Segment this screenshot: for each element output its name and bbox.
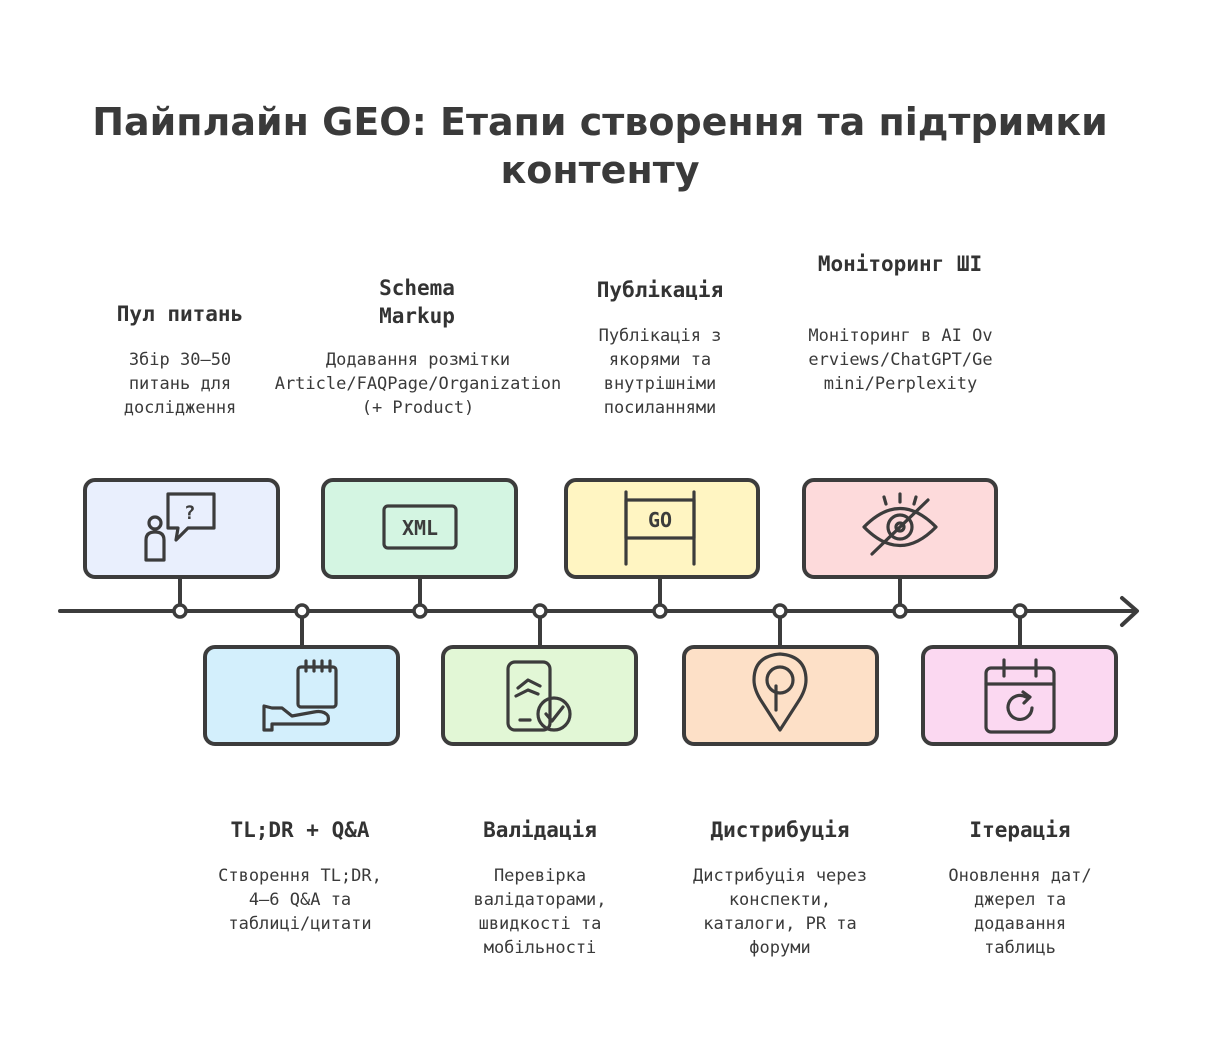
stage-2-description: Створення TL;DR, 4–6 Q&A та таблиці/цита… xyxy=(218,866,382,934)
stage-6-description: Дистрибуція через конспекти, каталоги, P… xyxy=(693,866,867,958)
stage-8-heading: Ітерація xyxy=(969,818,1071,842)
xml-icon: XML xyxy=(382,504,458,550)
svg-text:GO: GO xyxy=(648,508,672,532)
timeline-dot-8 xyxy=(1012,603,1028,619)
stage-6-card xyxy=(682,645,879,746)
stage-5-card xyxy=(564,478,760,579)
stage-2-heading: TL;DR + Q&A xyxy=(230,818,370,842)
eye-crossed-icon xyxy=(862,492,938,556)
timeline-dot-5 xyxy=(652,603,668,619)
go-sign-icon: GO xyxy=(624,490,696,566)
timeline-arrowhead xyxy=(1120,596,1139,627)
timeline-dot-7 xyxy=(892,603,908,619)
stage-1-card xyxy=(83,478,280,579)
stage-1-heading: Пул питань xyxy=(116,302,244,326)
timeline-dot-2 xyxy=(294,603,310,619)
diagram-title: Пайплайн GEO: Етапи створення та підтрим… xyxy=(92,100,1108,192)
stage-8-description: Оновлення дат/джерел та додавання таблиц… xyxy=(948,866,1092,958)
person-question-icon: ? xyxy=(144,492,216,562)
stage-5-description: Публікація з якорями та внутрішніми поси… xyxy=(598,326,722,418)
svg-text:?: ? xyxy=(184,502,195,524)
stage-4-card xyxy=(441,645,638,746)
stage-4-heading: Валідація xyxy=(483,818,597,842)
timeline-dot-4 xyxy=(532,603,548,619)
timeline-dot-6 xyxy=(772,603,788,619)
timeline-dot-1 xyxy=(172,603,188,619)
stage-2-card xyxy=(203,645,400,746)
stage-5-heading: Публікація xyxy=(596,278,724,302)
stage-3-card xyxy=(321,478,518,579)
stage-1-description: Збір 30–50 питань для дослідження xyxy=(123,350,237,418)
phone-check-icon xyxy=(506,660,572,732)
timeline-dot-3 xyxy=(412,603,428,619)
stage-4-description: Перевірка валідаторами, швидкості та моб… xyxy=(473,866,607,958)
stage-3-heading: Schema Markup xyxy=(379,276,455,328)
calendar-hand-icon xyxy=(262,659,338,732)
stage-7-description: Моніторинг в AI Overviews/ChatGPT/Gemini… xyxy=(808,326,993,394)
calendar-refresh-icon xyxy=(984,658,1056,734)
location-pin-icon xyxy=(752,652,808,732)
stage-3-description: Додавання розмітки Article/FAQPage/Organ… xyxy=(274,350,562,418)
svg-text:XML: XML xyxy=(402,516,438,540)
stage-7-heading: Моніторинг ШІ xyxy=(817,252,983,276)
stage-6-heading: Дистрибуція xyxy=(710,818,850,842)
